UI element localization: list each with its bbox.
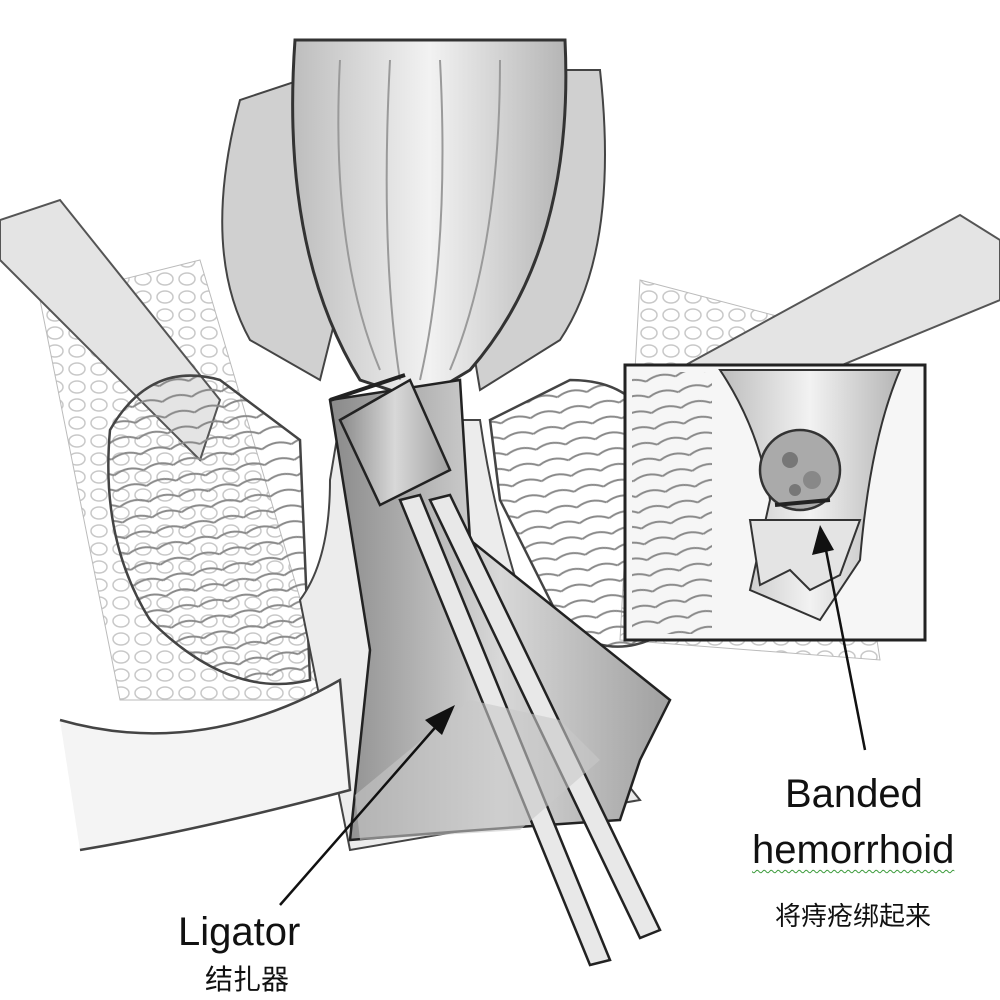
left-buttock [59,677,352,852]
banded-hemorrhoid-arrow [812,525,867,751]
banded-hemorrhoid-nodule [758,428,842,512]
inset-detail [623,363,927,642]
banded-label-line2: hemorrhoid [752,828,955,872]
banded-label-chinese: 将痔疮绑起来 [775,901,932,931]
ligator-barrel [338,378,452,507]
ligator-arrow [279,705,455,906]
banded-label-line1: Banded [785,772,923,816]
ligator-label-chinese: 结扎器 [205,964,290,995]
ligator-label: Ligator [178,910,301,954]
left-sphincter [107,374,312,686]
